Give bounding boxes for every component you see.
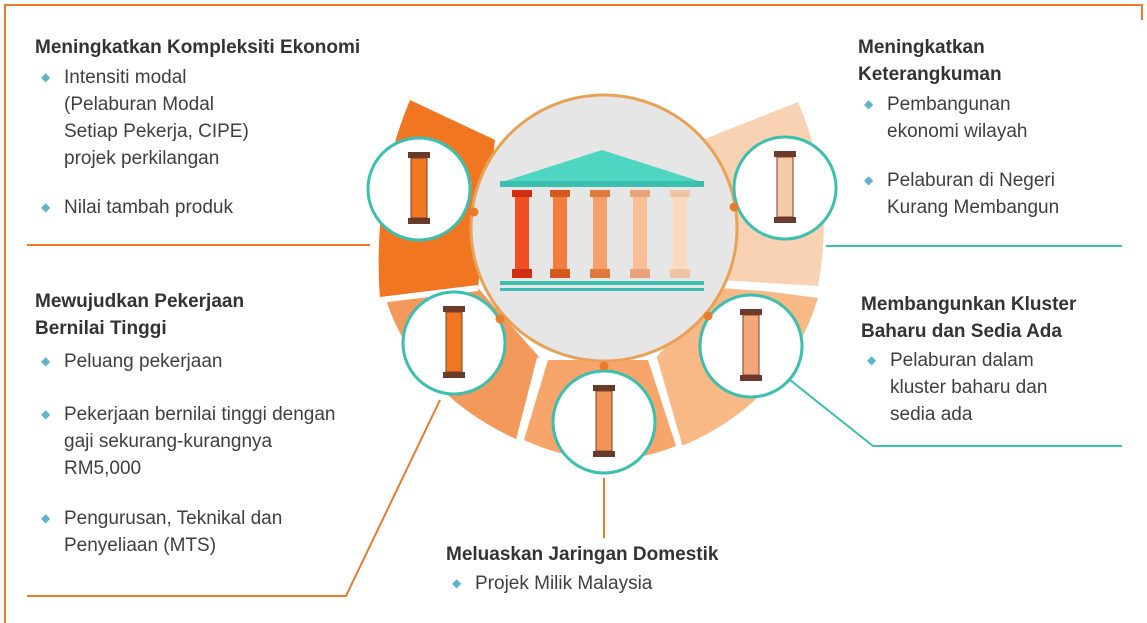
hub-column: [630, 190, 650, 278]
pillar-circle-pekerjaan: [401, 290, 507, 396]
list-item-continuation: ekonomi wilayah: [887, 121, 1028, 142]
connector-pekerjaan: [27, 399, 441, 597]
block-domestik: Meluaskan Jaringan Domestik ◆Projek Mili…: [446, 541, 718, 597]
pillar-icon: [408, 152, 430, 224]
list-item: ◆Pelaburan di Negeri: [858, 167, 1059, 194]
building-columns-icon: [500, 150, 704, 291]
block-title: Meluaskan Jaringan Domestik: [446, 544, 719, 565]
hub-dot-domestik: [599, 361, 609, 371]
block-title-line-2: Bernilai Tinggi: [35, 318, 167, 339]
diamond-bullet-icon: ◆: [864, 173, 874, 187]
block-keterangkuman: Meningkatkan Keterangkuman ◆Pembangunan …: [858, 34, 1059, 221]
block-title-line-1: Meningkatkan: [858, 37, 985, 58]
block-title-line-1: Mewujudkan Pekerjaan: [35, 291, 245, 312]
hub-dot-pekerjaan: [495, 314, 505, 324]
list-item: ◆Projek Milik Malaysia: [446, 570, 718, 597]
pillar-icon: [593, 385, 615, 457]
hub-column: [550, 190, 570, 278]
list-item-continuation: kluster baharu dan: [890, 377, 1048, 398]
diamond-bullet-icon: ◆: [41, 511, 51, 525]
list-item-continuation: gaji sekurang-kurangnya: [64, 431, 273, 452]
pillar-icon: [774, 151, 796, 223]
diamond-bullet-icon: ◆: [41, 200, 51, 214]
hub-column: [670, 190, 690, 278]
diamond-bullet-icon: ◆: [867, 353, 877, 367]
block-title: Meningkatkan Kompleksiti Ekonomi: [35, 37, 361, 58]
connector-kluster: [789, 379, 1122, 447]
block-title-line-2: Baharu dan Sedia Ada: [861, 321, 1062, 342]
list-item-continuation: sedia ada: [890, 404, 973, 425]
block-kompleksiti: Meningkatkan Kompleksiti Ekonomi ◆Intens…: [35, 34, 360, 221]
list-item: ◆Pelaburan dalam: [861, 347, 1076, 374]
list-item-continuation: RM5,000: [64, 458, 142, 479]
list-item-continuation: (Pelaburan Modal: [64, 94, 214, 115]
hub-column: [590, 190, 610, 278]
pillar-circle-keterangkuman: [732, 135, 838, 241]
diamond-bullet-icon: ◆: [41, 407, 51, 421]
hub-dot-kluster: [703, 311, 713, 321]
list-item: ◆Peluang pekerjaan: [35, 348, 335, 375]
list-item: ◆Intensiti modal: [35, 64, 360, 91]
frame-border: [4, 4, 1143, 623]
list-item: ◆Pembangunan: [858, 91, 1059, 118]
block-pekerjaan: Mewujudkan Pekerjaan Bernilai Tinggi ◆Pe…: [35, 288, 335, 559]
diamond-bullet-icon: ◆: [452, 576, 462, 590]
block-title-line-1: Membangunkan Kluster: [861, 294, 1077, 315]
pillar-icon: [443, 306, 465, 378]
list-item-continuation: Kurang Membangun: [887, 197, 1060, 218]
diamond-bullet-icon: ◆: [864, 97, 874, 111]
block-kluster: Membangunkan Kluster Baharu dan Sedia Ad…: [861, 291, 1076, 428]
list-item: ◆Nilai tambah produk: [35, 194, 360, 221]
list-item-continuation: Penyeliaan (MTS): [64, 535, 217, 556]
pillar-icon: [740, 309, 762, 381]
list-item-continuation: projek perkilangan: [64, 148, 220, 169]
diamond-bullet-icon: ◆: [41, 70, 51, 84]
block-title-line-2: Keterangkuman: [858, 64, 1002, 85]
list-item: ◆Pengurusan, Teknikal dan: [35, 505, 335, 532]
pillar-circle-domestik: [551, 369, 657, 475]
list-item-continuation: Setiap Pekerja, CIPE): [64, 121, 249, 142]
diamond-bullet-icon: ◆: [41, 354, 51, 368]
pillar-circle-kluster: [698, 293, 804, 399]
hub-dot-keterangkuman: [729, 202, 739, 212]
pillar-circle-kompleksiti: [366, 136, 472, 242]
list-item: ◆Pekerjaan bernilai tinggi dengan: [35, 401, 335, 428]
hub-column: [512, 190, 532, 278]
hub-dot-kompleksiti: [469, 207, 479, 217]
